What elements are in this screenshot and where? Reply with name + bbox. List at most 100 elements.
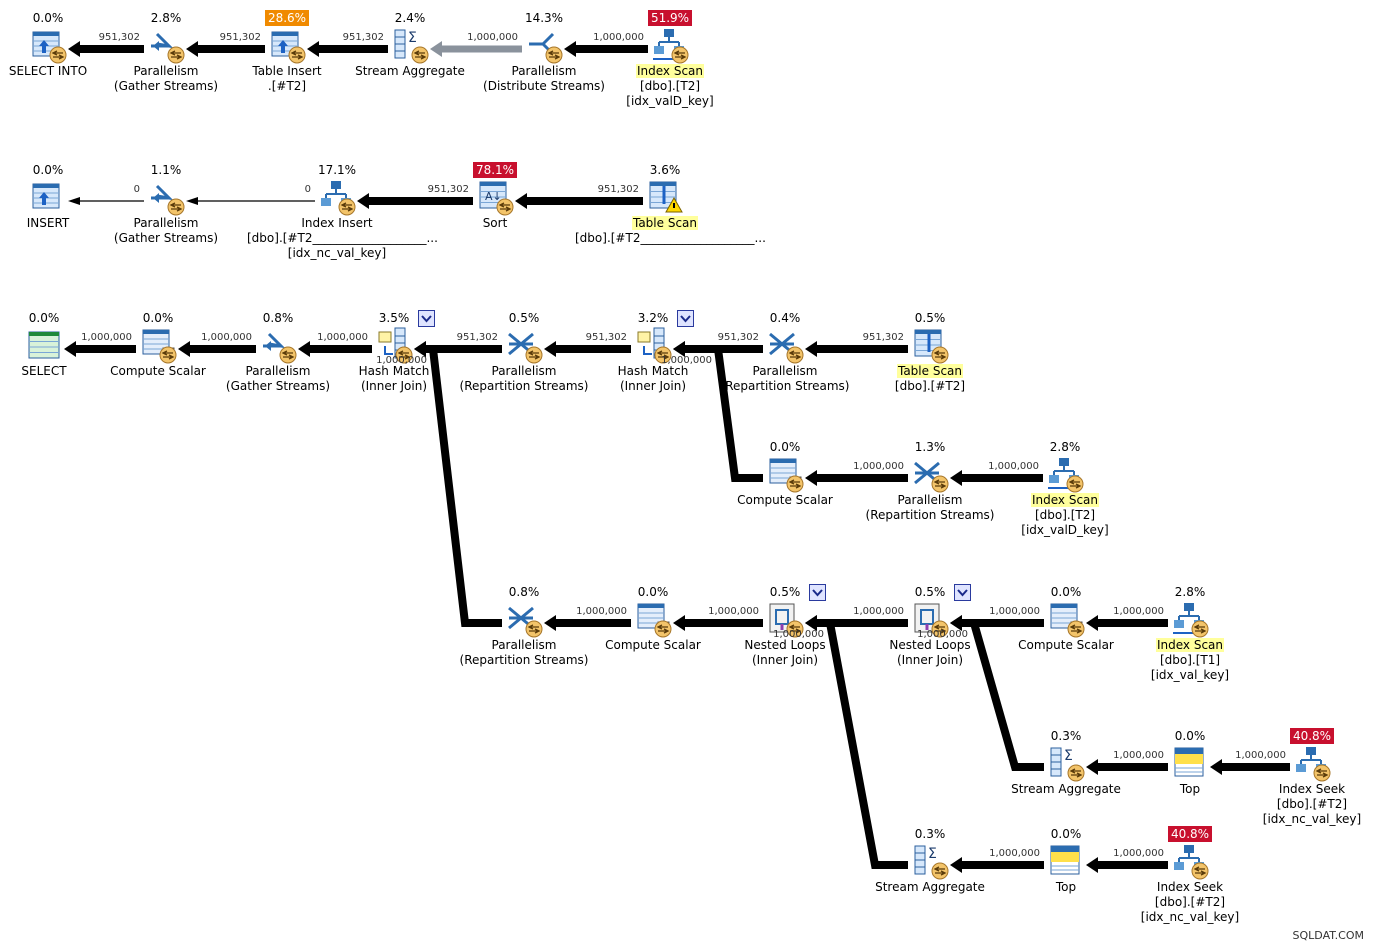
plan-node-n25[interactable]: 0.5%Nested Loops(Inner Join) [695, 584, 875, 668]
chevron-down-icon[interactable] [809, 584, 826, 601]
parallelism-repartition-icon[interactable] [505, 326, 543, 364]
plan-node-n15[interactable]: 3.5%Hash Match(Inner Join) [304, 310, 484, 394]
edge-n10-n9[interactable] [357, 193, 473, 209]
plan-node-n12[interactable]: 0.0%SELECT [0, 310, 134, 379]
edge-n11-n10[interactable] [515, 193, 643, 209]
plan-node-n27[interactable]: 0.0%Compute Scalar [976, 584, 1156, 653]
edge-n2-n1[interactable] [68, 41, 144, 57]
plan-node-n16[interactable]: 0.5%Parallelism(Repartition Streams) [434, 310, 614, 394]
edge-n13-n12[interactable] [64, 341, 136, 357]
index-scan-icon[interactable] [1046, 455, 1084, 493]
plan-node-n20[interactable]: 0.0%Compute Scalar [695, 439, 875, 508]
plan-node-n6[interactable]: 51.9%Index Scan[dbo].[T2][idx_valD_key] [580, 10, 760, 109]
edge-n3-n2[interactable] [186, 41, 265, 57]
compute-scalar-icon[interactable] [634, 600, 672, 638]
parallelism-repartition-icon[interactable] [766, 326, 804, 364]
plan-node-n8[interactable]: 1.1%Parallelism(Gather Streams) [76, 162, 256, 246]
stream-aggregate-icon[interactable]: Σ [1047, 744, 1085, 782]
sort-icon[interactable]: A↓ [476, 178, 514, 216]
edge-n28-n27[interactable] [1086, 615, 1168, 631]
plan-node-n24[interactable]: 0.0%Compute Scalar [563, 584, 743, 653]
edge-n17-n16[interactable] [544, 341, 631, 357]
plan-node-n10[interactable]: 78.1%A↓Sort [405, 162, 585, 231]
table-insert-icon[interactable] [268, 26, 306, 64]
plan-node-n22[interactable]: 2.8%Index Scan[dbo].[T2][idx_valD_key] [975, 439, 1155, 538]
nested-loops-icon[interactable] [911, 600, 949, 638]
index-insert-icon[interactable] [318, 178, 356, 216]
plan-node-n23[interactable]: 0.8%Parallelism(Repartition Streams) [434, 584, 614, 668]
insert-icon[interactable] [29, 178, 67, 216]
plan-node-n18[interactable]: 0.4%Parallelism(Repartition Streams) [695, 310, 875, 394]
compute-scalar-icon[interactable] [766, 455, 804, 493]
top-icon[interactable] [1171, 744, 1209, 782]
select-icon[interactable] [25, 326, 63, 364]
plan-node-n21[interactable]: 1.3%Parallelism(Repartition Streams) [840, 439, 1020, 523]
edge-n19-n18[interactable] [805, 341, 908, 357]
plan-node-n1[interactable]: 0.0%SELECT INTO [0, 10, 138, 79]
edge-n9-n8[interactable] [186, 197, 315, 205]
edge-n23-n15[interactable] [414, 341, 502, 627]
parallelism-gather-icon[interactable] [147, 26, 185, 64]
edge-n32-n25[interactable] [805, 615, 908, 869]
parallelism-gather-icon[interactable] [259, 326, 297, 364]
edge-n20-n17[interactable] [673, 341, 763, 482]
index-seek-icon[interactable] [1171, 842, 1209, 880]
table-scan-warning-icon[interactable] [646, 178, 684, 216]
edge-n25-n24[interactable] [673, 615, 763, 631]
plan-node-n2[interactable]: 2.8%Parallelism(Gather Streams) [76, 10, 256, 94]
plan-node-n30[interactable]: 0.0%Top [1100, 728, 1280, 797]
plan-node-n28[interactable]: 2.8%Index Scan[dbo].[T1][idx_val_key] [1100, 584, 1280, 683]
nested-loops-icon[interactable] [766, 600, 804, 638]
plan-node-n3[interactable]: 28.6%Table Insert.[#T2] [197, 10, 377, 94]
compute-scalar-icon[interactable] [139, 326, 177, 364]
parallelism-distribute-icon[interactable] [525, 26, 563, 64]
parallelism-repartition-icon[interactable] [911, 455, 949, 493]
chevron-down-icon[interactable] [954, 584, 971, 601]
index-scan-icon[interactable] [1171, 600, 1209, 638]
edge-n21-n20[interactable] [805, 470, 908, 486]
edge-n33-n32[interactable] [950, 857, 1044, 873]
table-scan-icon[interactable] [911, 326, 949, 364]
select-into-icon[interactable] [29, 26, 67, 64]
edge-n34-n33[interactable] [1086, 857, 1168, 873]
edge-n29-n26[interactable] [950, 615, 1044, 771]
plan-node-n26[interactable]: 0.5%Nested Loops(Inner Join) [840, 584, 1020, 668]
chevron-down-icon[interactable] [677, 310, 694, 327]
plan-node-n13[interactable]: 0.0%Compute Scalar [68, 310, 248, 379]
plan-node-n31[interactable]: 40.8%Index Seek[dbo].[#T2][idx_nc_val_ke… [1222, 728, 1374, 827]
edge-n31-n30[interactable] [1210, 759, 1290, 775]
edge-n30-n29[interactable] [1086, 759, 1168, 775]
hash-match-icon[interactable] [375, 326, 413, 364]
plan-node-n34[interactable]: 40.8%Index Seek[dbo].[#T2][idx_nc_val_ke… [1100, 826, 1280, 925]
plan-node-n14[interactable]: 0.8%Parallelism(Gather Streams) [188, 310, 368, 394]
edge-n6-n5[interactable] [564, 41, 648, 57]
plan-node-n19[interactable]: 0.5%Table Scan[dbo].[#T2] [840, 310, 1020, 394]
top-icon[interactable] [1047, 842, 1085, 880]
plan-node-n33[interactable]: 0.0%Top [976, 826, 1156, 895]
edge-n14-n13[interactable] [178, 341, 256, 357]
stream-aggregate-icon[interactable]: Σ [911, 842, 949, 880]
index-seek-icon[interactable] [1293, 744, 1331, 782]
edge-n4-n3[interactable] [307, 41, 388, 57]
index-scan-icon[interactable] [651, 26, 689, 64]
edge-n22-n21[interactable] [950, 470, 1043, 486]
plan-node-n9[interactable]: 17.1%Index Insert[dbo].[#T2_____________… [247, 162, 438, 261]
edge-n24-n23[interactable] [544, 615, 631, 631]
plan-node-n7[interactable]: 0.0%INSERT [0, 162, 138, 231]
node-cost: 3.5% [304, 310, 484, 326]
edge-n15-n14[interactable] [298, 341, 372, 357]
chevron-down-icon[interactable] [418, 310, 435, 327]
plan-node-n5[interactable]: 14.3%Parallelism(Distribute Streams) [454, 10, 634, 94]
parallelism-gather-icon[interactable] [147, 178, 185, 216]
compute-scalar-icon[interactable] [1047, 600, 1085, 638]
hash-match-icon[interactable] [634, 326, 672, 364]
plan-node-n17[interactable]: 3.2%Hash Match(Inner Join) [563, 310, 743, 394]
stream-aggregate-icon[interactable]: Σ [391, 26, 429, 64]
parallelism-repartition-icon[interactable] [505, 600, 543, 638]
plan-node-n11[interactable]: 3.6%Table Scan[dbo].[#T2________________… [575, 162, 766, 246]
edge-n8-n7[interactable] [68, 197, 144, 205]
edge-n5-n4[interactable] [430, 41, 522, 57]
